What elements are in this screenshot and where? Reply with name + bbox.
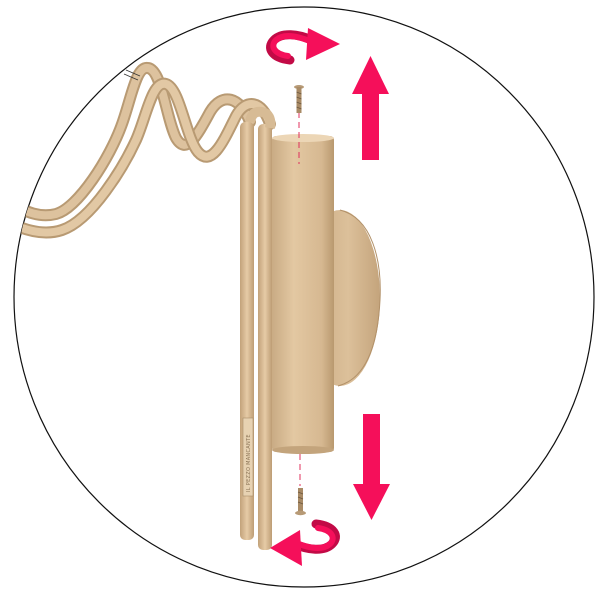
cylinder-body [272, 134, 334, 454]
rotate-clockwise-arrow-icon [266, 28, 340, 65]
wavy-cable [14, 62, 276, 239]
arrow-down-icon [353, 414, 390, 520]
product-imprint: IL PEZZO MANCANTE [246, 434, 252, 492]
rotate-counterclockwise-arrow-icon [270, 519, 340, 566]
top-screw-icon [294, 85, 304, 113]
rod-imprint-label: IL PEZZO MANCANTE [242, 417, 254, 497]
bottom-screw-icon [295, 488, 306, 516]
arrow-up-icon [352, 56, 389, 160]
